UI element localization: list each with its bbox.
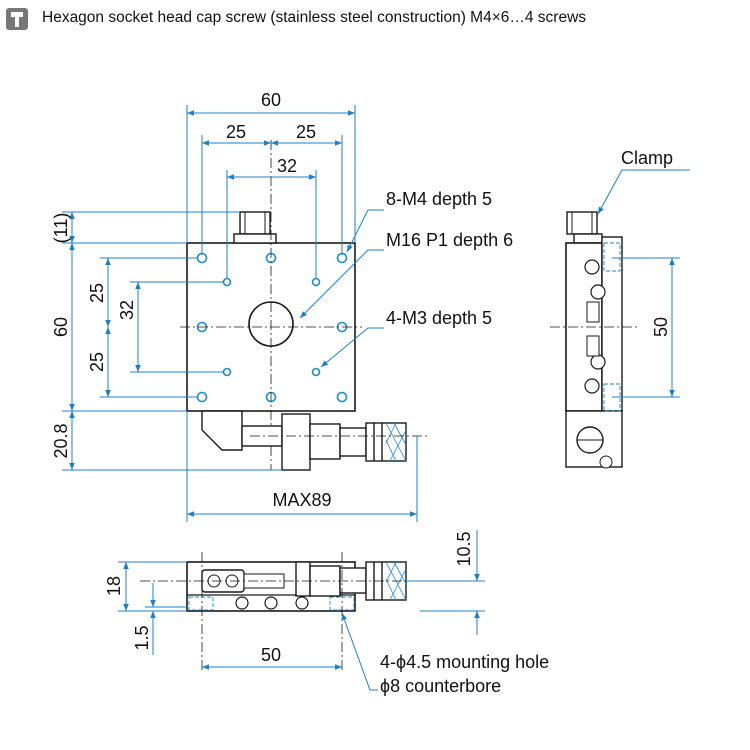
header: Hexagon socket head cap screw (stainless… <box>0 0 750 40</box>
header-title: Hexagon socket head cap screw (stainless… <box>42 9 587 26</box>
dim-micrometer-offset: 20.8 <box>51 423 71 458</box>
dim-max-travel: MAX89 <box>272 490 331 510</box>
front-view: 18 10.5 1.5 50 4-ϕ4.5 mounting hole ϕ8 c… <box>104 530 549 696</box>
dim-inner-holes: 32 <box>277 156 297 176</box>
dim-overall-height: 60 <box>51 317 71 337</box>
callout-m3: 4-M3 depth 5 <box>386 308 492 328</box>
callout-mount-hole: 4-ϕ4.5 mounting hole <box>380 652 549 672</box>
dim-front-base: 1.5 <box>132 625 152 650</box>
dim-hole-offset-left: 25 <box>226 122 246 142</box>
dim-hole-spacing: 50 <box>261 645 281 665</box>
dim-hole-offset-right: 25 <box>296 122 316 142</box>
dim-front-offset: 10.5 <box>454 531 474 566</box>
screw-icon <box>6 8 28 30</box>
dim-front-height: 18 <box>104 576 124 596</box>
dim-inner-vertical: 32 <box>117 300 137 320</box>
dim-hole-offset-bottom: 25 <box>87 352 107 372</box>
dim-clamp-height: (11) <box>51 213 71 244</box>
callout-m16: M16 P1 depth 6 <box>386 230 513 250</box>
dim-overall-width: 60 <box>261 90 281 110</box>
callout-clamp: Clamp <box>621 148 673 168</box>
top-view: 60 25 25 32 (11) 60 25 25 32 20.8 MAX89 … <box>51 90 513 522</box>
callout-counterbore: ϕ8 counterbore <box>380 676 501 696</box>
dim-hole-offset-top: 25 <box>87 283 107 303</box>
side-view: 50 Clamp <box>550 148 690 469</box>
dim-side-height: 50 <box>651 317 671 337</box>
micrometer-top <box>201 410 407 471</box>
callout-m4: 8-M4 depth 5 <box>386 189 492 209</box>
